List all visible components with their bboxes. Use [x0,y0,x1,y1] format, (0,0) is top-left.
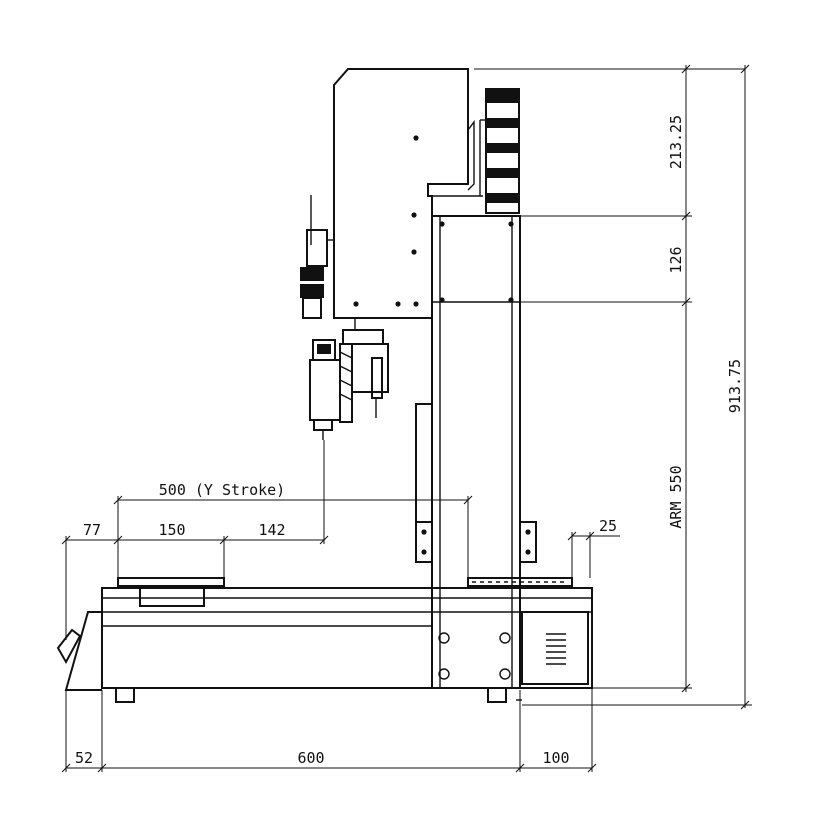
dimension-lines [61,64,752,773]
dim-arm-top: 213.25 [667,115,685,169]
column [431,215,521,689]
camera-sensor [300,195,334,319]
arm-housing [333,68,469,319]
dim-left-overhang: 52 [75,749,93,767]
dim-base-length: 600 [297,749,324,767]
dim-rear-depth: 100 [542,749,569,767]
dimension-labels: 213.25 126 ARM 550 913.75 500 (Y Stroke)… [75,115,744,767]
machine-base [56,587,593,703]
cable-chain [479,88,520,214]
dim-tool-offset: 142 [258,521,285,539]
dim-arm-mid: 126 [667,246,685,273]
worktable [117,577,573,607]
dim-total-height: 913.75 [726,359,744,413]
dim-left-offset: 77 [83,521,101,539]
dim-fixture-width: 150 [158,521,185,539]
dim-y-stroke: 500 (Y Stroke) [159,481,285,499]
dim-arm-length: ARM 550 [667,465,685,528]
machine-outline [56,68,745,703]
dim-right-offset: 25 [599,517,617,535]
z-axis-head [309,318,389,440]
